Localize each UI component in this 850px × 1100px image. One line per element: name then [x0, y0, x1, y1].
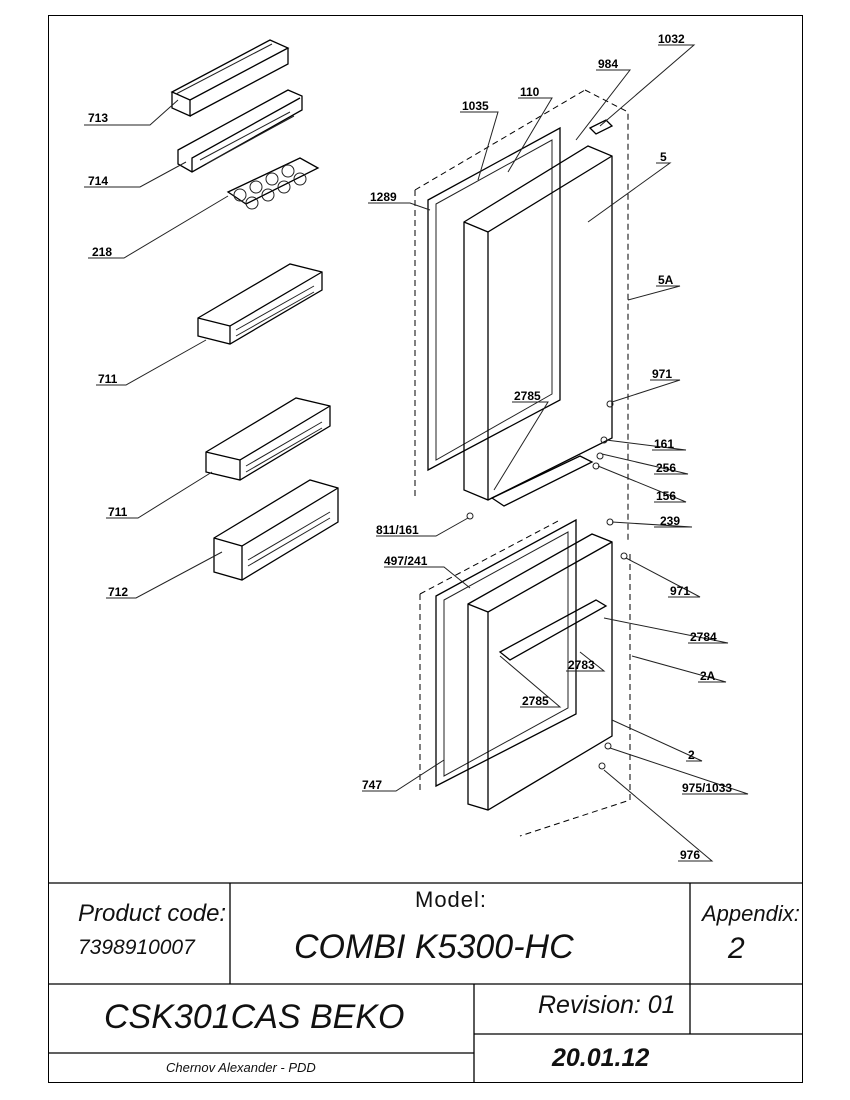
part-711-balcony-lower [205, 397, 331, 481]
callout-976: 976 [680, 848, 700, 862]
callout-1032: 1032 [658, 32, 685, 46]
part-976-pin [598, 762, 606, 770]
callout-2: 2 [688, 748, 695, 762]
part-747-lower-gasket [435, 518, 577, 788]
part-2-lower-door [467, 533, 613, 811]
part-975-1033-hinge [604, 742, 612, 750]
callout-5A: 5A [658, 273, 674, 287]
part-711-balcony-upper [197, 263, 323, 345]
callout-712: 712 [108, 585, 128, 599]
callout-975-1033: 975/1033 [682, 781, 732, 795]
leader-lines [84, 44, 749, 862]
callout-110: 110 [520, 85, 540, 99]
model-value: COMBI K5300-HC [294, 928, 574, 966]
model-label: Model: [415, 887, 488, 912]
part-1289-upper-gasket [427, 126, 561, 472]
part-713-shelf-cover [170, 39, 290, 118]
callout-713: 713 [88, 111, 108, 125]
part-5-upper-door [463, 145, 613, 501]
callout-971-lower: 971 [670, 584, 690, 598]
part-971-lower-plug [620, 552, 628, 560]
title-block-grid [48, 882, 803, 1083]
callout-2A: 2A [700, 669, 716, 683]
callout-711-lower: 711 [108, 505, 128, 519]
callout-2785-lower: 2785 [522, 694, 549, 708]
part-218-egg-tray [226, 157, 320, 210]
callout-256: 256 [656, 461, 676, 475]
part-971-upper-plug [606, 400, 614, 408]
author: Chernov Alexander - PDD [166, 1060, 316, 1075]
callout-156: 156 [656, 489, 676, 503]
part-811-161-hinge [466, 512, 474, 520]
callout-971-upper: 971 [652, 367, 672, 381]
part-1032-top-cap [588, 119, 614, 135]
part-2783-lower-handle [498, 599, 608, 661]
callout-984: 984 [598, 57, 618, 71]
callout-1289: 1289 [370, 190, 397, 204]
part-714-shelf [177, 89, 303, 173]
callout-2785-upper: 2785 [514, 389, 541, 403]
product-code-label: Product code: [78, 900, 227, 927]
callout-811-161: 811/161 [376, 523, 419, 537]
upper-door-outline [414, 89, 629, 540]
callout-5: 5 [660, 150, 667, 164]
part-712-bottle-balcony [213, 479, 339, 581]
callout-1035: 1035 [462, 99, 489, 113]
callout-161: 161 [654, 437, 674, 451]
appendix-value: 2 [728, 932, 745, 965]
callout-218: 218 [92, 245, 112, 259]
product-name: CSK301CAS BEKO [104, 998, 405, 1036]
drawing-frame [48, 15, 803, 1083]
callout-239: 239 [660, 514, 680, 528]
lower-door-outline [419, 519, 631, 837]
callout-2784: 2784 [690, 630, 717, 644]
callout-714: 714 [88, 174, 108, 188]
part-256-bushing [596, 452, 604, 460]
part-2785-upper-handle [490, 455, 594, 507]
date: 20.01.12 [552, 1044, 650, 1072]
appendix-label: Appendix: [702, 901, 800, 926]
callout-711-upper: 711 [98, 372, 118, 386]
callout-747: 747 [362, 778, 382, 792]
revision: Revision: 01 [538, 991, 676, 1019]
callout-497-241: 497/241 [384, 554, 428, 568]
callout-2783: 2783 [568, 658, 595, 672]
product-code-value: 7398910007 [78, 936, 195, 959]
